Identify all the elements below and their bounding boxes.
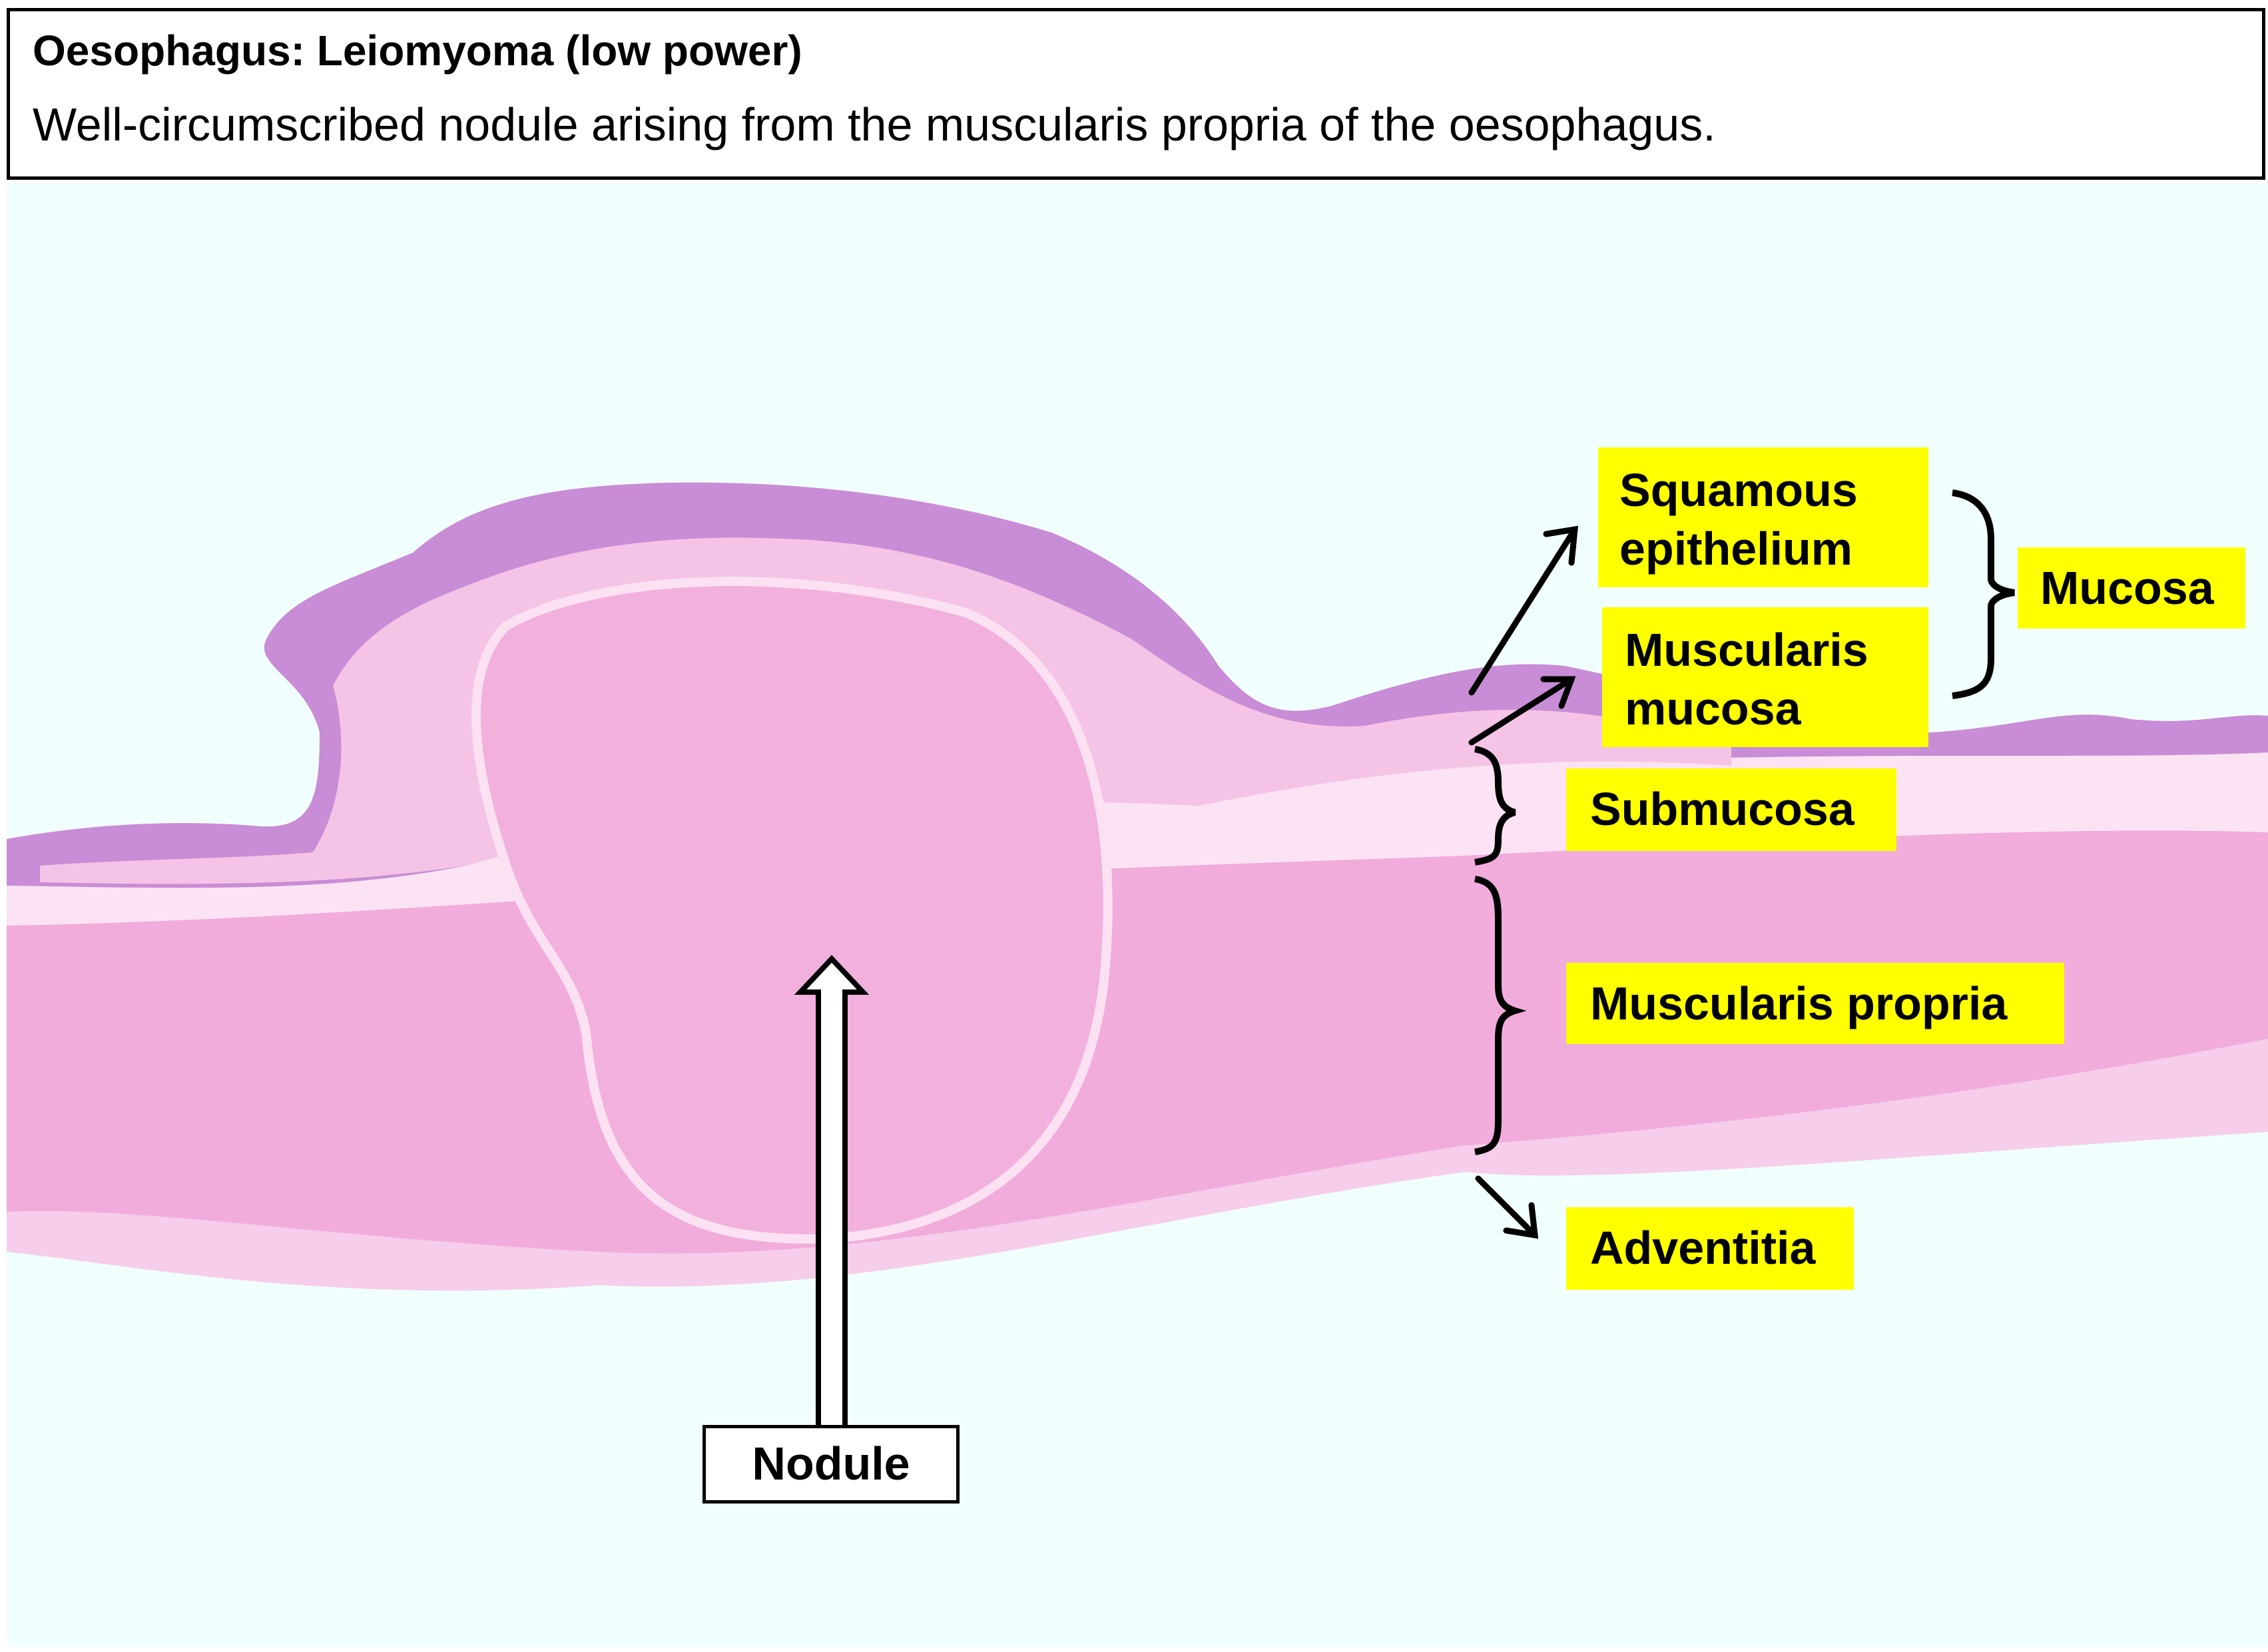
label-submucosa: Submucosa [1566, 768, 1896, 851]
nodule-arrow [794, 955, 870, 1425]
label-adventitia: Adventitia [1566, 1207, 1854, 1290]
mucosa-brace [1952, 489, 2015, 699]
figure-title: Oesophagus: Leiomyoma (low power) [33, 27, 802, 75]
arrow-to-muscularis-mucosa [1468, 676, 1576, 746]
caption-box: Oesophagus: Leiomyoma (low power) Well-c… [7, 8, 2265, 180]
label-muscularis-propria: Muscularis propria [1566, 963, 2064, 1044]
arrow-to-squamous-epithelium [1468, 525, 1579, 696]
leiomyoma-nodule [471, 577, 1113, 1244]
figure-description: Well-circumscribed nodule arising from t… [33, 99, 1716, 150]
arrow-to-adventitia [1475, 1175, 1539, 1239]
muscularis-propria-brace [1474, 876, 1527, 1155]
label-nodule: Nodule [703, 1425, 960, 1504]
submucosa-brace [1474, 746, 1516, 866]
label-mucosa: Mucosa [2018, 547, 2245, 629]
